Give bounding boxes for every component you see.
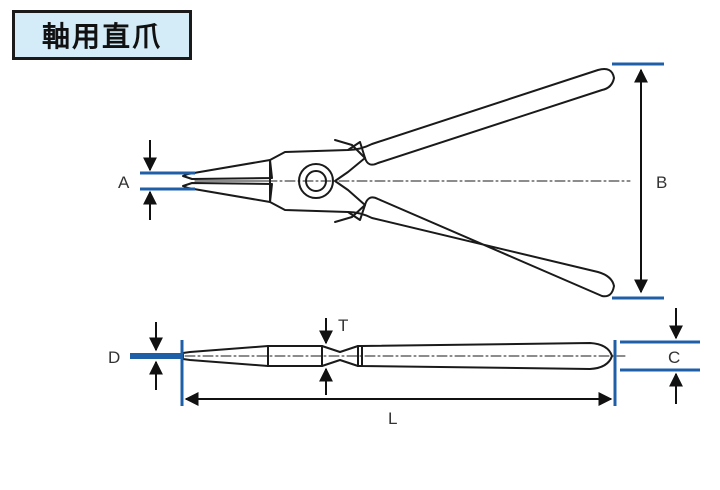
- pliers-side-view: [182, 342, 626, 370]
- pivot-hole: [305, 170, 327, 192]
- upper-handle: [347, 68, 615, 166]
- dimension-b: [612, 62, 664, 300]
- side-handle: [361, 342, 613, 370]
- title-text: 軸用直爪: [41, 20, 162, 53]
- dimension-c: [620, 308, 700, 404]
- pivot-body: [269, 141, 366, 221]
- pivot-ring: [298, 163, 334, 199]
- dimension-a: [140, 140, 195, 220]
- label-t: T: [338, 316, 348, 335]
- lower-handle: [347, 196, 615, 298]
- dimension-d: [130, 322, 183, 390]
- upper-jaw: [182, 159, 273, 180]
- pliers-top-view: [182, 68, 631, 298]
- pivot-lower-notch: [334, 204, 366, 223]
- label-d: D: [108, 348, 120, 367]
- dimension-l: [180, 340, 617, 406]
- label-b: B: [656, 173, 667, 192]
- label-a: A: [118, 173, 130, 192]
- label-l: L: [388, 409, 397, 428]
- pivot-upper-notch: [334, 139, 366, 159]
- title-box: 軸用直爪: [12, 10, 192, 60]
- label-c: C: [668, 348, 680, 367]
- lower-jaw: [182, 182, 273, 203]
